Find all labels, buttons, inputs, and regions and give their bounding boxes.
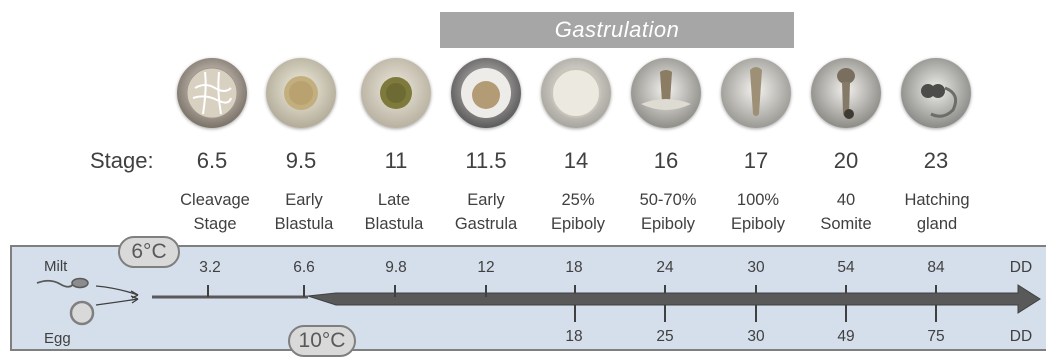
tick-marks-10c (575, 305, 936, 322)
degree-days-6c: 9.8 (385, 259, 407, 277)
degree-days-6c: 18 (565, 259, 582, 277)
degree-days-6c: 3.2 (199, 259, 221, 277)
degree-days-6c: 84 (927, 259, 944, 277)
dd-unit-bottom: DD (1010, 328, 1032, 346)
fertilization-arrows-icon (96, 286, 138, 305)
degree-days-10c: 30 (747, 328, 764, 346)
degree-days-6c: 54 (837, 259, 854, 277)
degree-days-6c: 24 (656, 259, 673, 277)
temperature-10c-badge: 10°C (288, 325, 356, 357)
milt-label: Milt (44, 258, 67, 275)
development-arrow-icon (152, 285, 1040, 313)
sperm-icon (37, 279, 88, 288)
temperature-6c-badge: 6°C (118, 236, 180, 268)
degree-days-10c: 75 (927, 328, 944, 346)
degree-days-10c: 25 (656, 328, 673, 346)
degree-days-10c: 18 (565, 328, 582, 346)
degree-days-6c: 6.6 (293, 259, 315, 277)
dd-unit-top: DD (1010, 259, 1032, 277)
egg-icon (71, 302, 93, 324)
degree-days-6c: 30 (747, 259, 764, 277)
degree-days-10c: 49 (837, 328, 854, 346)
degree-days-6c: 12 (477, 259, 494, 277)
egg-label: Egg (44, 330, 71, 347)
